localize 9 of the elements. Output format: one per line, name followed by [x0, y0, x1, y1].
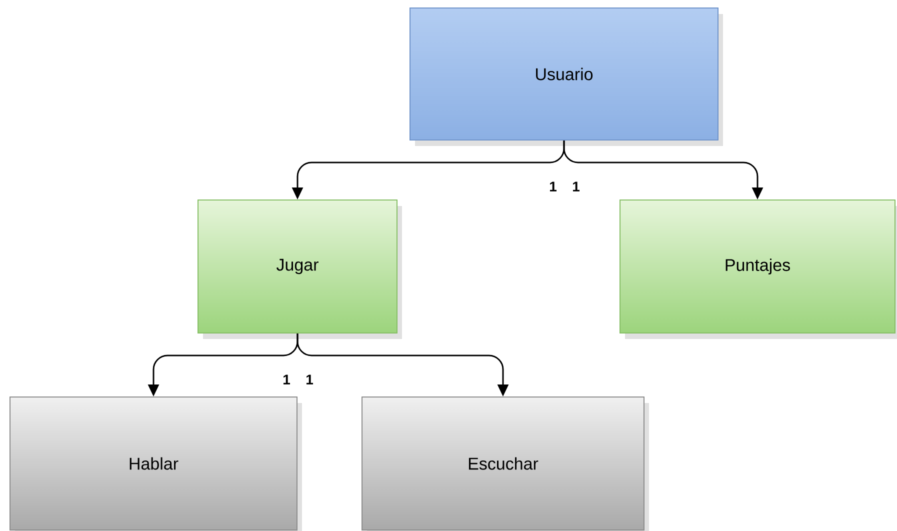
- edge-label: 1: [548, 180, 558, 192]
- edge-label: 1: [282, 374, 292, 386]
- process-box: Puntajes: [620, 200, 896, 334]
- process-box: Usuario: [410, 8, 718, 140]
- edge-label: 1: [571, 180, 581, 192]
- process-box: Jugar: [198, 200, 398, 334]
- process-box: Escuchar: [362, 396, 644, 530]
- process-box: Hablar: [10, 396, 298, 530]
- edge-label: 1: [304, 374, 314, 386]
